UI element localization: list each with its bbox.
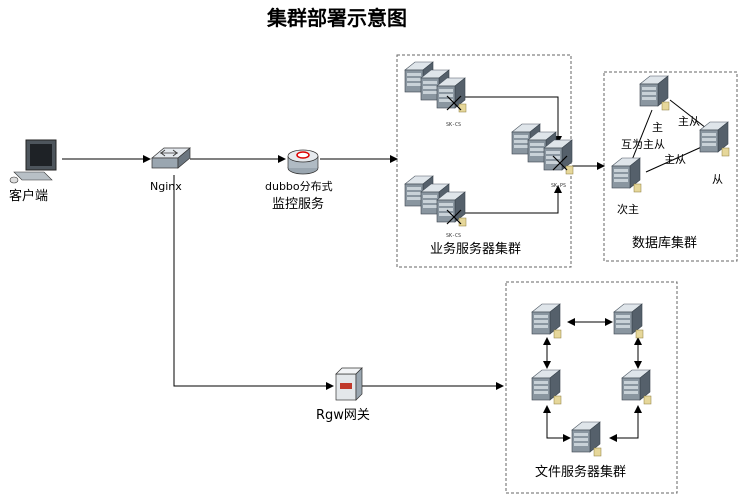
edge-cs-bottom-ps [465,185,562,214]
database-cluster-box [603,71,738,262]
server-group-cs-top [404,61,467,113]
db-server-slave [699,121,730,157]
diagram-title: 集群部署示意图 [267,6,407,30]
server-group-cs-bottom [404,175,467,227]
client-label: 客户端 [9,189,49,204]
edge-db-master-slave [669,99,707,129]
db-slave-label: 从 [712,173,723,186]
db-server-master [639,75,670,111]
file-server-mid-right [621,369,652,405]
file-cluster-label: 文件服务器集群 [535,465,627,480]
nginx-label: Nginx [150,180,182,193]
db-submaster-label: 次主 [617,203,639,216]
db-mutual-label: 互为主从 [621,138,665,151]
tag-sk-cs-top: SK-CS [446,122,462,128]
server-group-ps [511,123,574,175]
edge-db-master-submaster [631,109,653,161]
tag-sk-cs-bottom: SK-CS [446,233,462,239]
tag-sk-ps: SK-PS [551,183,567,189]
edge-cs-top-ps [465,96,562,144]
database-cluster-label: 数据库集群 [632,236,698,251]
edge-file-mr-bottom [609,405,642,442]
edge-file-ml-bottom [543,405,571,442]
monitor-service-icon [287,149,319,175]
db-server-submaster [611,157,642,193]
monitor-label-line2: 监控服务 [272,197,325,212]
edge-db-submaster-slave [645,144,707,173]
file-cluster-box [505,281,678,494]
nginx-router-icon [151,147,191,169]
monitor-label-line1: dubbo分布式 [265,180,333,193]
db-master-slave-top-label: 主从 [678,115,700,128]
business-cluster-label: 业务服务器集群 [430,242,522,257]
file-server-top-left [531,303,562,339]
db-master-label: 主 [652,121,663,134]
file-server-bottom [571,421,602,457]
rgw-label: Rgw网关 [316,408,370,423]
file-server-mid-left [531,369,562,405]
file-server-top-right [613,303,644,339]
rgw-gateway-icon [335,367,363,401]
db-master-slave-mid-label: 主从 [664,153,686,166]
client-computer-icon [9,139,57,184]
edge-nginx-rgw [173,175,334,390]
